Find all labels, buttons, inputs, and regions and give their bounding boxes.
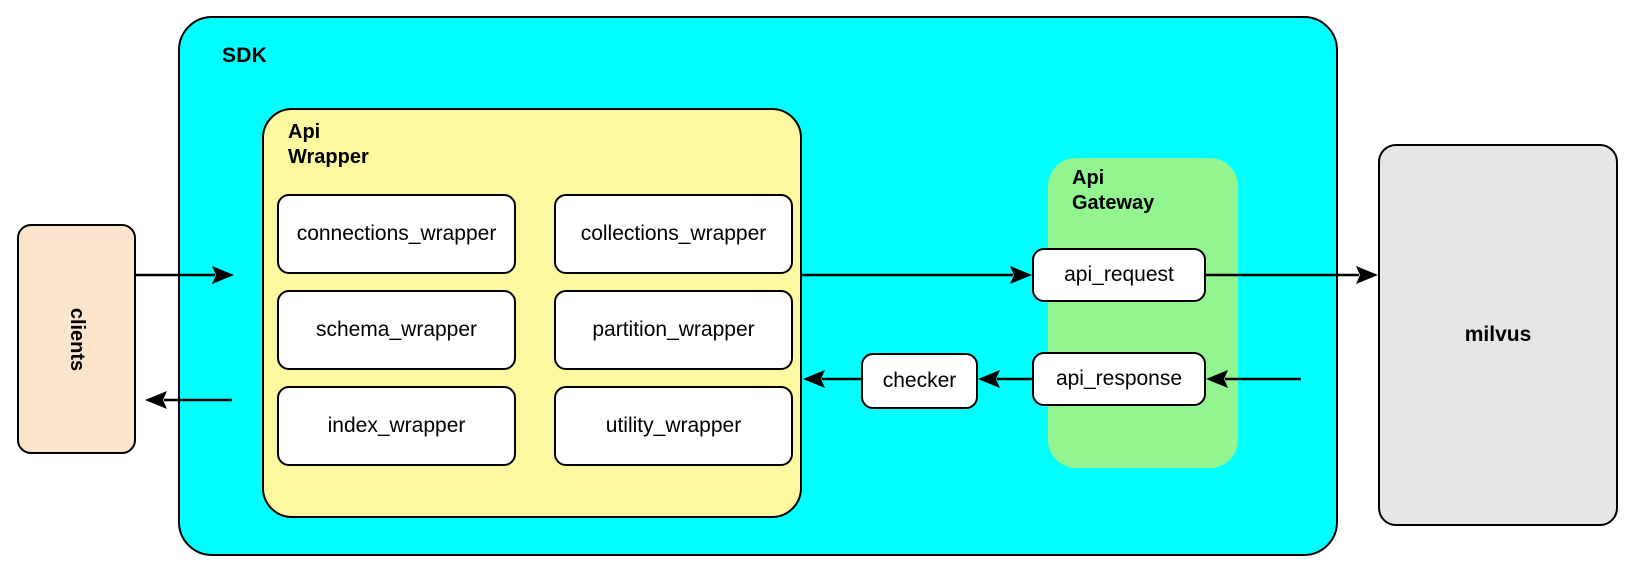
api-request-node: api_request [1032,248,1206,302]
index-wrapper-label: index_wrapper [327,414,466,437]
api-gateway-container: Api Gateway [1048,158,1238,468]
partition-wrapper-node: partition_wrapper [554,290,793,370]
clients-label: clients [65,307,88,371]
utility-wrapper-node: utility_wrapper [554,386,793,466]
api-gateway-label: Api Gateway [1072,167,1155,214]
index-wrapper-node: index_wrapper [277,386,516,466]
connections-wrapper-node: connections_wrapper [277,194,516,274]
checker-label: checker [882,369,957,392]
api-response-label: api_response [1055,367,1183,390]
connections-wrapper-label: connections_wrapper [296,222,497,245]
checker-node: checker [861,353,978,409]
api-response-node: api_response [1032,352,1206,406]
collections-wrapper-node: collections_wrapper [554,194,793,274]
milvus-node: milvus [1378,144,1618,526]
schema-wrapper-node: schema_wrapper [277,290,516,370]
milvus-label: milvus [1464,323,1532,346]
clients-node: clients [17,224,136,454]
sdk-label: SDK [222,44,267,67]
api-request-label: api_request [1064,263,1174,286]
utility-wrapper-label: utility_wrapper [605,414,742,437]
collections-wrapper-label: collections_wrapper [580,222,767,245]
schema-wrapper-label: schema_wrapper [315,318,478,341]
partition-wrapper-label: partition_wrapper [592,318,755,341]
api-wrapper-label: Api Wrapper [288,121,369,168]
